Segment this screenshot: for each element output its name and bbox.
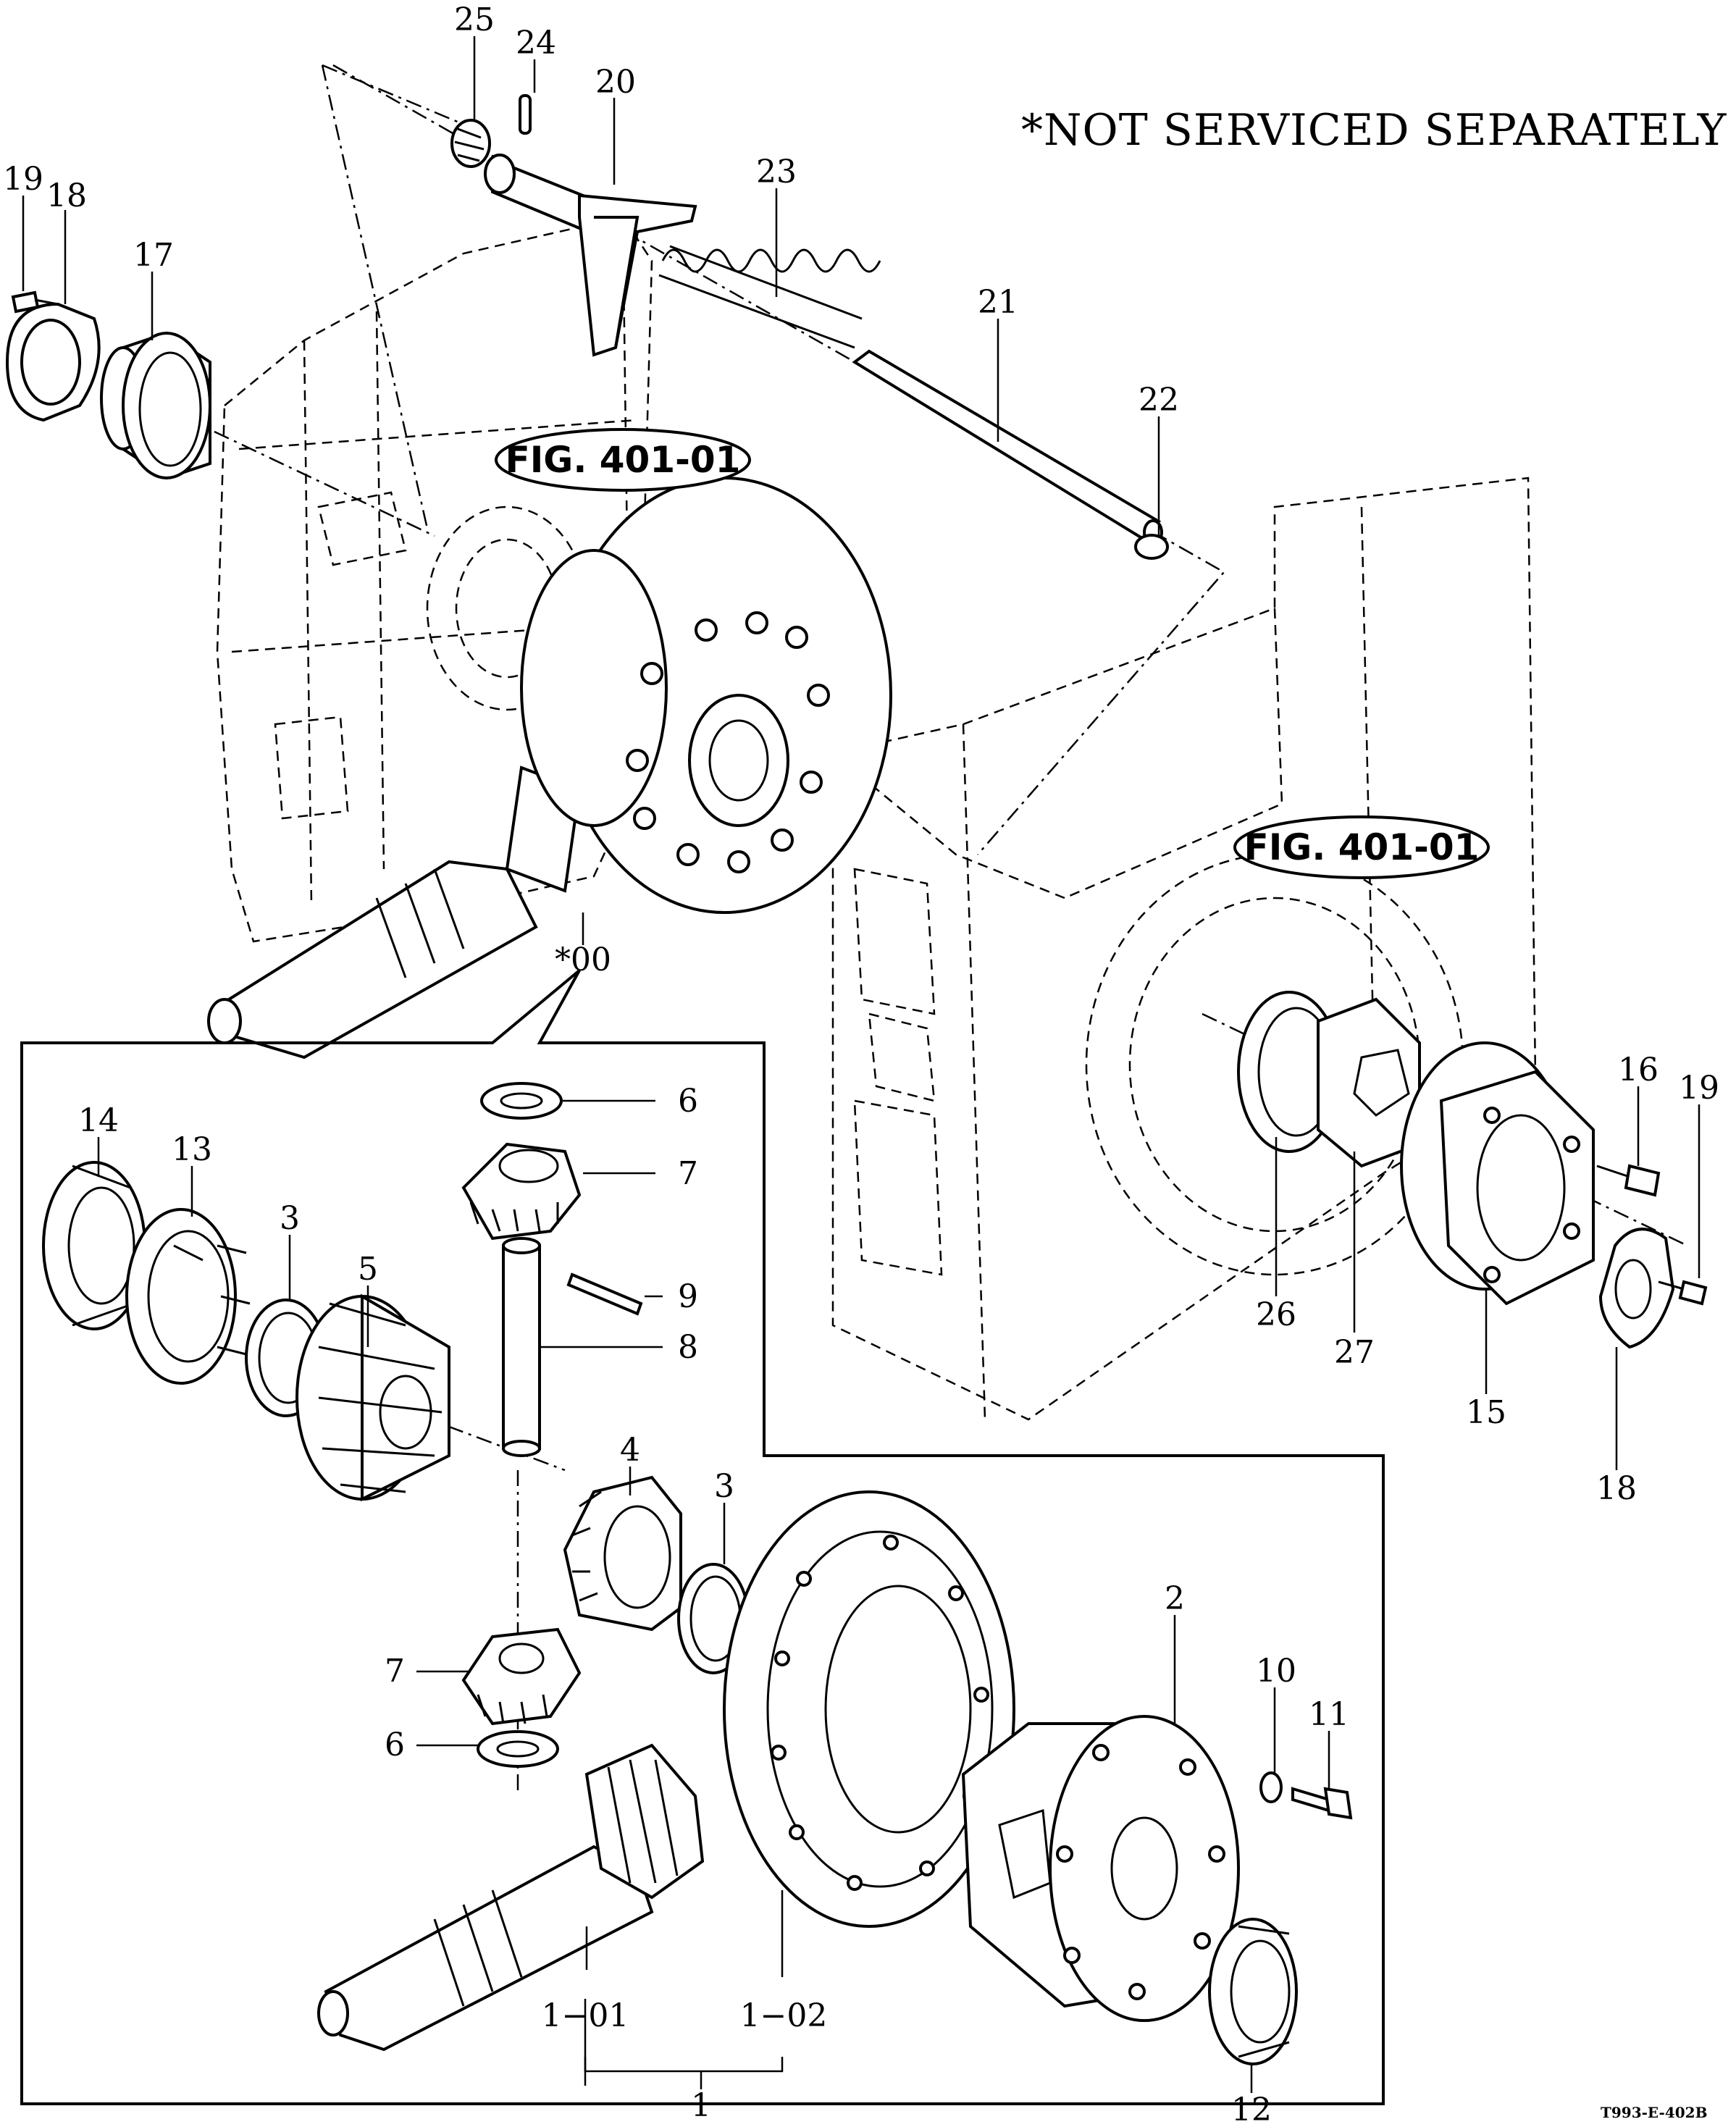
pin-24 (519, 94, 532, 135)
drawing-code: T993-E-402B (1601, 2104, 1708, 2121)
callout-3-left: 3 (280, 1200, 300, 1237)
shift-fork-20 (484, 154, 697, 357)
bolt-19-right (1658, 1280, 1708, 1306)
callout-20: 20 (595, 64, 636, 101)
callout-7-top: 7 (678, 1155, 698, 1192)
callout-21: 21 (978, 284, 1018, 321)
callout-11: 11 (1309, 1696, 1349, 1733)
bolt-16 (1596, 1164, 1661, 1197)
pinion-gear-7-top (461, 1142, 582, 1241)
retainer-plate-18-right (1598, 1228, 1675, 1349)
retainer-plate-18-left (5, 302, 101, 422)
callout-26: 26 (1256, 1296, 1296, 1333)
callout-24: 24 (516, 25, 556, 62)
callout-5: 5 (358, 1251, 378, 1288)
callout-8: 8 (678, 1329, 698, 1366)
callout-25: 25 (454, 1, 495, 38)
bearing-hub-13 (125, 1208, 251, 1385)
callout-assembly-00: *00 (555, 941, 611, 978)
callout-16: 16 (1618, 1052, 1659, 1088)
pinion-shaft-1-01 (317, 1743, 705, 2052)
callout-9: 9 (678, 1278, 698, 1315)
pinion-gear-4 (563, 1475, 682, 1632)
callout-12: 12 (1231, 2092, 1272, 2127)
bearing-cup-17 (100, 331, 211, 480)
bearing-14 (42, 1161, 146, 1330)
right-housing-outline (831, 477, 1537, 1421)
callout-6-top: 6 (678, 1083, 698, 1120)
callout-10: 10 (1256, 1653, 1296, 1690)
callout-17: 17 (133, 237, 174, 274)
callout-18-left: 18 (46, 177, 87, 214)
callout-18-right: 18 (1596, 1470, 1637, 1507)
cross-shaft-8 (502, 1237, 541, 1457)
ring-gear-1-02 (723, 1490, 1015, 1928)
callout-27: 27 (1334, 1334, 1375, 1371)
bolt-11 (1291, 1787, 1353, 1820)
callout-19-left: 19 (3, 161, 43, 198)
spring-23 (658, 245, 881, 349)
lock-washer-10 (1259, 1771, 1283, 1803)
thrust-washer-6-bottom (477, 1730, 559, 1768)
callout-labels: 25 24 20 23 21 22 19 18 17 16 19 26 27 1… (3, 1, 1719, 2127)
callout-6-bottom: 6 (385, 1727, 405, 1763)
callout-14: 14 (78, 1102, 119, 1139)
callout-2: 2 (1165, 1580, 1185, 1617)
side-gear-5 (295, 1293, 450, 1502)
roll-pin-9 (566, 1272, 643, 1316)
differential-assembly-00 (207, 477, 892, 1060)
callout-3-right: 3 (714, 1468, 734, 1505)
inset-frame (20, 969, 1385, 2105)
not-serviced-note: *NOT SERVICED SEPARATELY (1021, 105, 1727, 156)
plug-25 (450, 119, 491, 168)
thrust-washer-6-top (480, 1082, 563, 1120)
carrier-15 (1400, 1041, 1595, 1306)
differential-case-2 (961, 1715, 1240, 2022)
pinion-gear-7-bottom (461, 1627, 582, 1726)
callout-1-01: 1−01 (542, 1997, 629, 2034)
callout-4: 4 (620, 1432, 640, 1469)
shift-rod-21 (852, 349, 1163, 545)
callout-7-bottom: 7 (385, 1653, 405, 1690)
callout-23: 23 (756, 154, 797, 190)
fig-ref-right-label: FIG. 401-01 (1244, 826, 1480, 868)
callout-1-02: 1−02 (740, 1997, 828, 2034)
shim-26 (1237, 991, 1341, 1153)
o-ring-22 (1134, 534, 1169, 560)
leader-lines (22, 36, 1701, 2093)
fig-ref-top[interactable]: FIG. 401-01 (495, 428, 751, 492)
fig-ref-right[interactable]: FIG. 401-01 (1233, 815, 1490, 879)
callout-19-right: 19 (1679, 1070, 1719, 1107)
callout-15: 15 (1466, 1394, 1506, 1431)
callout-1: 1 (691, 2087, 711, 2124)
callout-22: 22 (1139, 382, 1179, 419)
callout-13: 13 (172, 1131, 212, 1168)
fig-ref-top-label: FIG. 401-01 (506, 439, 741, 481)
bearing-12 (1208, 1918, 1298, 2065)
